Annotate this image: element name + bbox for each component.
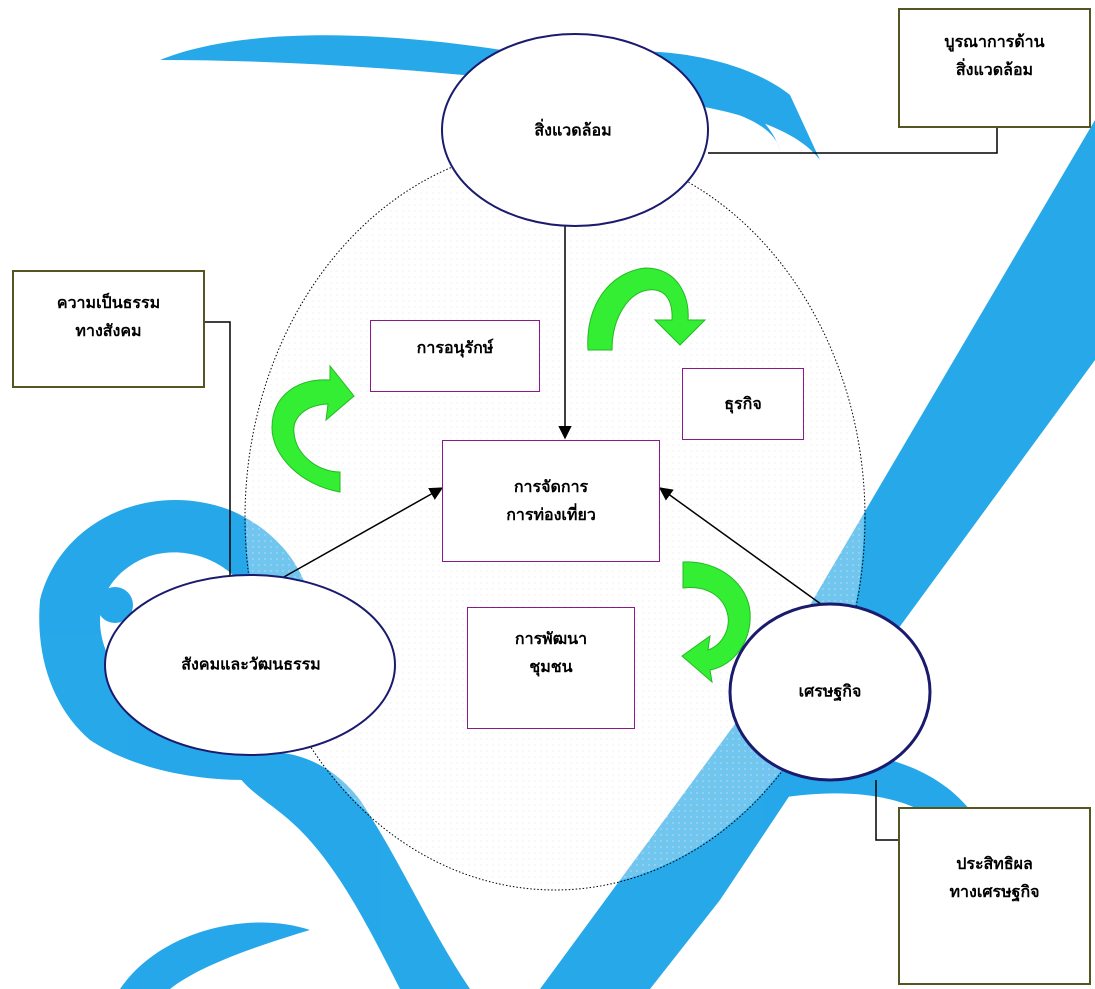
green-curved-arrow-left	[271, 364, 355, 493]
box-econ-efficiency-line1: ประสิทธิผล	[956, 854, 1033, 873]
connector-economy-to-efficiency	[875, 780, 898, 841]
center-tourism-management: การจัดการ การท่องเที่ยว	[442, 440, 660, 562]
hub-economy	[728, 602, 932, 782]
hub-society	[104, 574, 396, 756]
connector-society-to-justice	[205, 321, 231, 592]
connector-environment-to-integration	[708, 128, 998, 154]
arrow-society-to-center	[274, 487, 444, 583]
decorative-swirl	[39, 35, 1095, 989]
box-econ-efficiency-line2: ทางเศรษฐกิจ	[949, 882, 1040, 901]
box-conservation: การอนุรักษ์	[370, 320, 540, 392]
center-line1: การจัดการ	[513, 477, 589, 496]
hub-society-label: สังคมและวัฒนธรรม	[181, 654, 321, 674]
box-community-line1: การพัฒนา	[514, 629, 588, 648]
box-business: ธุรกิจ	[682, 368, 804, 440]
hub-environment	[441, 33, 709, 227]
box-env-integration-line2: สิ่งแวดล้อม	[955, 60, 1034, 79]
box-community-development: การพัฒนา ชุมชน	[467, 607, 635, 729]
green-curved-arrow-bottom	[681, 561, 751, 684]
box-env-integration-line1: บูรณาการด้าน	[944, 32, 1045, 51]
box-environmental-integration: บูรณาการด้าน สิ่งแวดล้อม	[898, 8, 1091, 128]
box-business-label: ธุรกิจ	[724, 394, 762, 413]
box-social-justice: ความเป็นธรรม ทางสังคม	[12, 270, 205, 388]
box-economic-efficiency: ประสิทธิผล ทางเศรษฐกิจ	[898, 807, 1091, 985]
box-community-line2: ชุมชน	[529, 657, 573, 676]
arrow-economy-to-center	[658, 487, 826, 608]
box-social-justice-line2: ทางสังคม	[75, 321, 142, 340]
box-social-justice-line1: ความเป็นธรรม	[56, 293, 161, 312]
hub-environment-label: สิ่งแวดล้อม	[534, 120, 612, 140]
box-conservation-label: การอนุรักษ์	[416, 338, 494, 357]
green-curved-arrow-top	[587, 267, 707, 351]
hub-economy-label: เศรษฐกิจ	[798, 681, 862, 701]
center-line2: การท่องเที่ยว	[506, 505, 596, 524]
